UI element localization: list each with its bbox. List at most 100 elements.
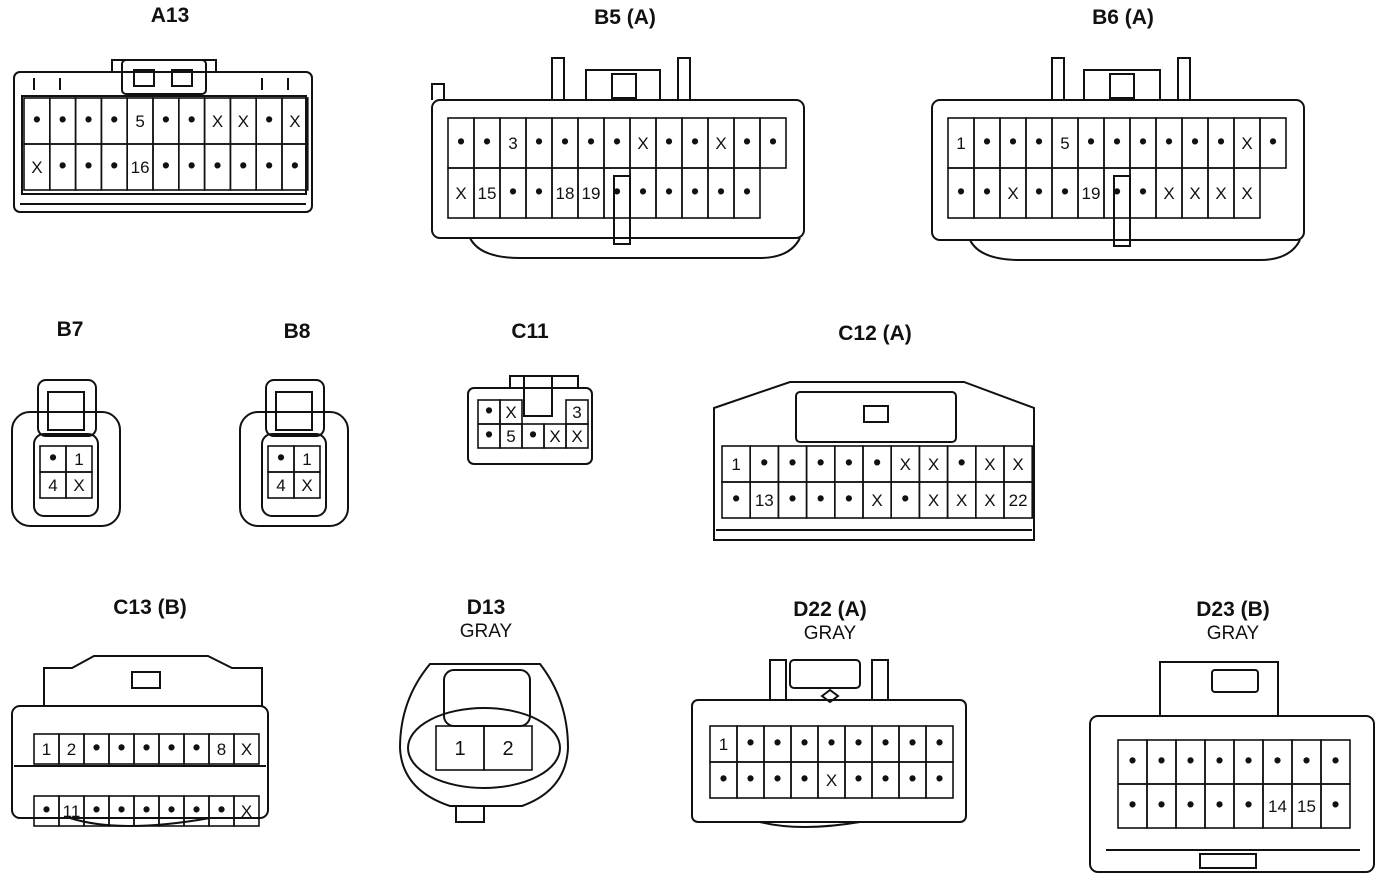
pin-label: • [1215,747,1223,773]
pin-label: • [983,178,991,204]
housing [11,411,121,527]
pin-label: X [826,771,837,790]
label: B6 (A) [1092,6,1154,29]
label: D23 (B) [1196,598,1270,621]
label: B7 [56,318,84,341]
pin-label: • [1165,128,1173,154]
base-curve [469,237,801,259]
housing [13,71,313,213]
pin-label: • [1113,128,1121,154]
pin-label: • [142,734,150,760]
housing [467,387,593,465]
latch [1109,73,1135,99]
housing [1089,715,1375,873]
pin-label: • [983,128,991,154]
latch [863,405,889,423]
pin-label: • [1157,791,1165,817]
pin-label: • [1128,791,1136,817]
pin-cavity [233,733,260,765]
pin-label: • [1139,128,1147,154]
pin-label: • [746,765,754,791]
pin-label: • [509,178,517,204]
mating-face [407,707,561,789]
pin-label: • [1061,178,1069,204]
pin-label: • [760,449,768,475]
cavity-shroud [33,433,99,517]
title-c11: C11 [490,320,570,344]
title-d23: D23 (B) GRAY [1173,598,1293,645]
top-shroud [43,655,263,706]
pin-label: 15 [1297,797,1316,816]
pin-label: • [483,128,491,154]
title-b7: B7 [30,318,110,342]
pin-label: • [1302,747,1310,773]
housing [398,663,570,807]
pin-label: 5 [506,427,515,446]
pin-label: X [900,455,911,474]
pin-label: • [1273,747,1281,773]
label: C13 (B) [113,596,187,619]
pin-label: X [1241,134,1252,153]
pin-label: • [117,796,125,822]
pin-label: • [769,128,777,154]
pin-label: • [665,178,673,204]
title-d22: D22 (A) GRAY [770,598,890,645]
pin-label: • [239,152,247,178]
pin-label: • [457,128,465,154]
pin-label: X [1007,184,1018,203]
title-b5: B5 (A) [565,6,685,30]
label: D22 (A) [793,598,867,621]
pin-label: • [732,485,740,511]
pin-label: • [1331,747,1339,773]
pin-label: 14 [1268,797,1287,816]
pin-label: • [59,152,67,178]
key [1199,853,1257,869]
pin-label: 22 [1009,491,1028,510]
pin-label: 1 [956,134,965,153]
pin-label: • [1113,178,1121,204]
pin-label: • [92,796,100,822]
pin-label: • [162,152,170,178]
pin-label: X [928,455,939,474]
pin-label: • [1035,178,1043,204]
pin-label: X [928,491,939,510]
latch-slot [171,69,193,87]
pin-label: • [743,128,751,154]
pin-label: 2 [67,740,76,759]
pin-label: 11 [63,802,81,821]
pin-label: • [719,765,727,791]
pin-label: • [485,397,493,423]
pin-label: • [33,106,41,132]
label: D13 [466,596,506,619]
pin-label: • [110,152,118,178]
pin-label: • [717,178,725,204]
cavity-shroud [261,433,327,517]
pin-label: X [241,740,252,759]
title-b6: B6 (A) [1063,6,1183,30]
pin-label: • [117,734,125,760]
latch [611,73,637,99]
pin-label: X [212,112,223,131]
pin-cavity [65,471,93,499]
lock-tab [111,59,217,72]
pin-label: • [1191,128,1199,154]
pin-label: X [956,491,967,510]
pin-label: • [958,449,966,475]
pin-label: • [535,178,543,204]
pin-label: X [984,491,995,510]
color-label: GRAY [803,623,857,644]
pin-label: • [854,765,862,791]
posts [551,57,691,100]
pin-label: • [265,152,273,178]
marker-icon [820,688,840,704]
pin-label: • [908,765,916,791]
